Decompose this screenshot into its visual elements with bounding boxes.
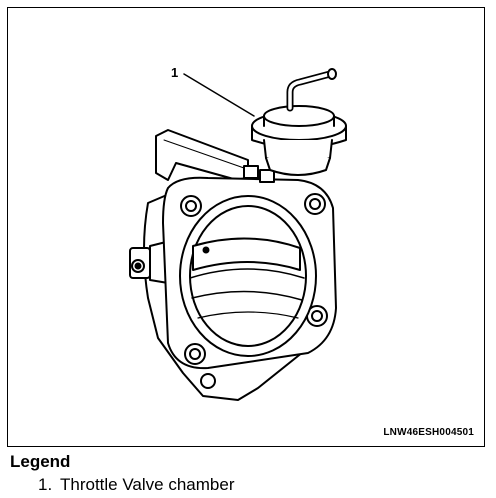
legend-list: 1. Throttle Valve chamber xyxy=(38,475,234,495)
figure-id: LNW46ESH004501 xyxy=(383,427,474,438)
callout-number: 1 xyxy=(171,65,179,80)
legend-item-number: 1. xyxy=(38,475,53,494)
vacuum-actuator xyxy=(251,68,347,176)
throttle-plate xyxy=(189,237,305,319)
callout-leader-line xyxy=(183,73,255,117)
flange-bolt-holes xyxy=(180,193,328,389)
throttle-body-illustration xyxy=(129,68,347,401)
legend-title: Legend xyxy=(10,452,71,471)
diagram-frame: 1 LNW46ESH004501 xyxy=(7,7,485,447)
sensor-connector xyxy=(129,241,169,284)
legend-item-label: Throttle Valve chamber xyxy=(60,475,235,494)
mounting-bracket xyxy=(155,129,249,184)
legend-item: 1. Throttle Valve chamber xyxy=(38,475,234,495)
throttle-bore-inner xyxy=(189,205,307,347)
top-bolts xyxy=(243,165,275,183)
